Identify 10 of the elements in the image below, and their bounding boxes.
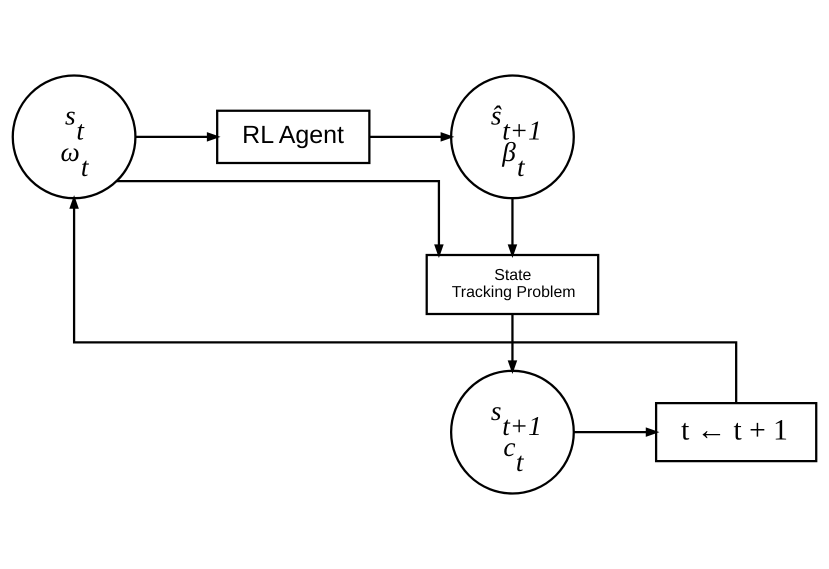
arrow	[69, 195, 738, 403]
arrow	[508, 314, 518, 374]
arrow	[574, 427, 660, 437]
node-box: State Tracking Problem	[426, 254, 600, 316]
arrow	[116, 180, 444, 258]
arrow	[508, 198, 518, 258]
arrow	[370, 132, 454, 142]
node-box: RL Agent	[216, 110, 370, 164]
node-box: t ← t + 1	[654, 402, 818, 462]
arrow	[135, 132, 221, 142]
